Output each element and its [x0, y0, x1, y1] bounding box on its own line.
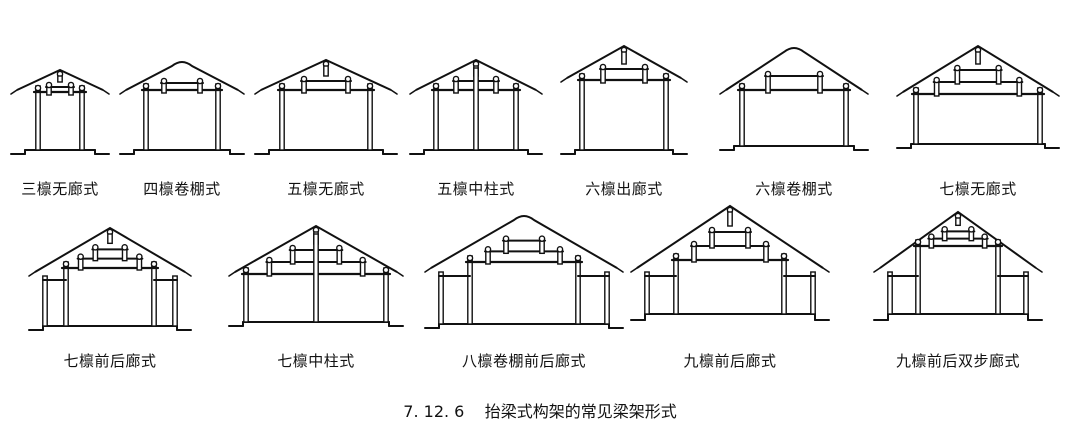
- label-ba-lin-juan-peng-lang: 八檩卷棚前后廊式: [461, 352, 587, 370]
- roof-frame-drawing: [873, 210, 1043, 321]
- label-liu-lin-chu-lang: 六檩出廊式: [585, 180, 663, 198]
- roof-frame-drawing: [10, 68, 110, 155]
- label-qi-lin-zhong-zhu: 七檩中柱式: [277, 352, 355, 370]
- roof-frame-drawing: [896, 44, 1060, 149]
- roof-frame-drawing: [409, 58, 543, 155]
- roof-frame-drawing: [630, 204, 830, 321]
- label-liu-lin-juan-peng: 六檩卷棚式: [755, 180, 833, 198]
- roof-frame-drawing: [560, 44, 688, 155]
- roof-frame-drawing: [254, 58, 398, 155]
- label-jiu-lin-qian-hou-lang: 九檩前后廊式: [683, 352, 777, 370]
- figure-caption: 7. 12. 6 抬梁式构架的常见梁架形式: [403, 402, 677, 421]
- roof-frame-drawing: [719, 47, 869, 151]
- roof-frame-drawing: [119, 61, 245, 155]
- roof-frame-drawing: [228, 224, 404, 327]
- label-jiu-lin-shuang-bu: 九檩前后双步廊式: [895, 352, 1021, 370]
- label-si-lin-juan-peng: 四檩卷棚式: [143, 180, 221, 198]
- label-wu-lin-wu-lang: 五檩无廊式: [287, 180, 365, 198]
- label-qi-lin-wu-lang: 七檩无廊式: [939, 180, 1017, 198]
- roof-frame-drawing: [28, 226, 192, 331]
- label-wu-lin-zhong-zhu: 五檩中柱式: [437, 180, 515, 198]
- label-san-lin-wu-lang: 三檩无廊式: [21, 180, 99, 198]
- label-qi-lin-qian-hou-lang: 七檩前后廊式: [63, 352, 157, 370]
- roof-frame-drawing: [424, 215, 624, 329]
